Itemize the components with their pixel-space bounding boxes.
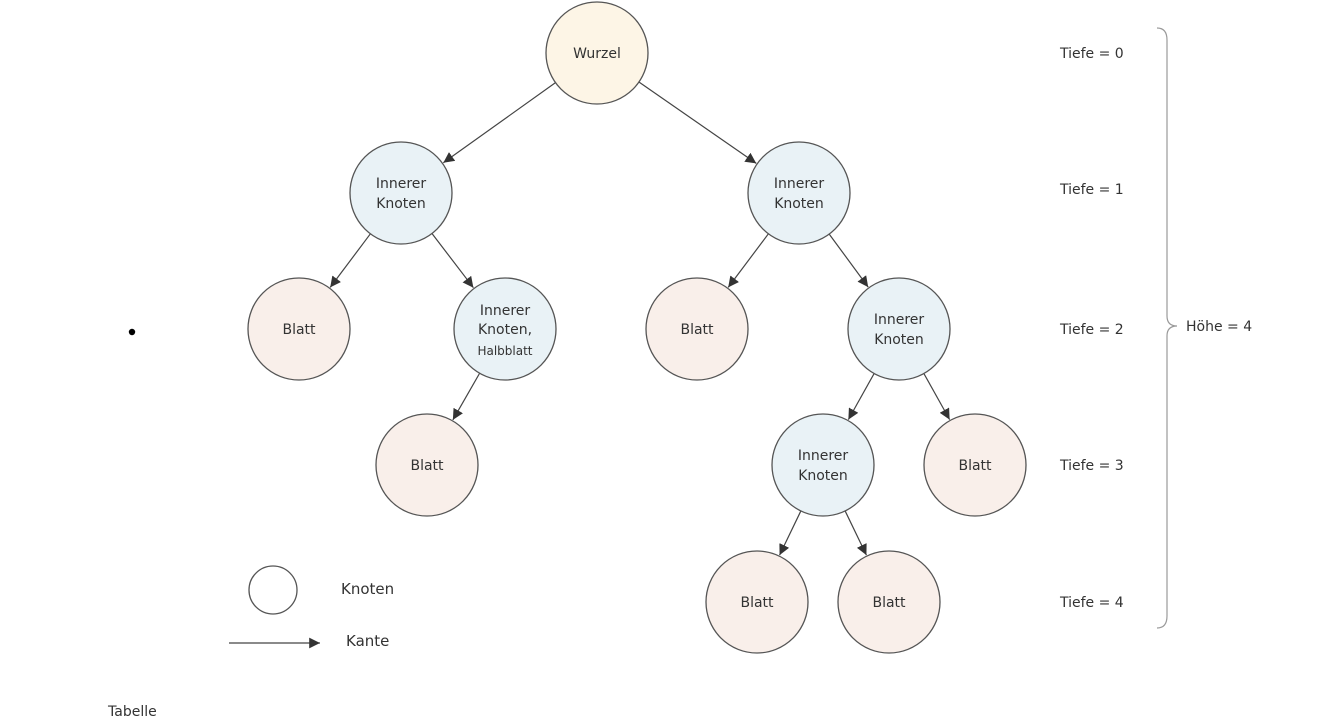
node-circle [837, 550, 941, 654]
node-circle [771, 413, 875, 517]
node-leaf: Blatt [247, 277, 351, 381]
height-label: Höhe = 4 [1186, 319, 1252, 335]
node-label: Knoten [798, 468, 848, 484]
node-circle [545, 1, 649, 105]
node-circle [375, 413, 479, 517]
node-label: Innerer [874, 312, 925, 328]
depth-label: Tiefe = 4 [1059, 595, 1124, 611]
node-label: Innerer [774, 176, 825, 192]
edge-n1R-n2d [828, 233, 869, 288]
node-leaf: Blatt [705, 550, 809, 654]
node-label: Blatt [740, 595, 774, 611]
edge-n2d-n3b [847, 373, 875, 420]
legend: Knoten Kante [229, 565, 394, 650]
node-circle [747, 141, 851, 245]
node-circle [453, 277, 557, 381]
node-label: Blatt [958, 458, 992, 474]
node-label: Knoten, [478, 322, 532, 338]
node-circle [705, 550, 809, 654]
legend-edge-label: Kante [346, 632, 389, 650]
edge-n1L-n2a [329, 233, 371, 288]
edges [329, 81, 951, 556]
depth-label: Tiefe = 3 [1059, 458, 1124, 474]
node-leaf: Blatt [923, 413, 1027, 517]
depth-label: Tiefe = 2 [1059, 322, 1124, 338]
node-leaf: Blatt [837, 550, 941, 654]
edge-n2b-n3a [452, 372, 481, 421]
node-label: Innerer [480, 303, 531, 319]
nodes: WurzelInnererKnotenInnererKnotenBlattInn… [247, 1, 1027, 654]
footer-text: Tabelle [108, 704, 157, 720]
node-label: Innerer [376, 176, 427, 192]
node-root: Wurzel [545, 1, 649, 105]
edge-n2d-n3c [923, 373, 951, 420]
edge-n1R-n2c [727, 233, 769, 288]
node-label: Halbblatt [477, 344, 532, 358]
node-circle [349, 141, 453, 245]
node-label: Blatt [282, 322, 316, 338]
edge-root-n1L [442, 82, 556, 164]
depth-label: Tiefe = 1 [1059, 182, 1124, 198]
legend-node-icon [248, 565, 298, 615]
node-circle [847, 277, 951, 381]
depth-label: Tiefe = 0 [1059, 46, 1124, 62]
node-label: Blatt [410, 458, 444, 474]
height-brace [1156, 27, 1178, 629]
node-label: Innerer [798, 448, 849, 464]
node-label: Knoten [774, 196, 824, 212]
list-bullet [128, 328, 136, 336]
edge-root-n1R [638, 81, 757, 164]
depth-labels: Tiefe = 0 Tiefe = 1 Tiefe = 2 Tiefe = 3 Tief… [1059, 46, 1124, 611]
node-circle [247, 277, 351, 381]
node-leaf: Blatt [375, 413, 479, 517]
node-circle [645, 277, 749, 381]
edge-n1L-n2b [431, 233, 474, 289]
node-label: Knoten [376, 196, 426, 212]
node-label: Blatt [872, 595, 906, 611]
edge-n3b-n4a [779, 510, 802, 556]
node-label: Knoten [874, 332, 924, 348]
edge-n3b-n4b [844, 510, 867, 556]
legend-node-label: Knoten [341, 580, 394, 598]
node-leaf: Blatt [645, 277, 749, 381]
node-circle [923, 413, 1027, 517]
node-label: Wurzel [573, 46, 621, 62]
node-label: Blatt [680, 322, 714, 338]
